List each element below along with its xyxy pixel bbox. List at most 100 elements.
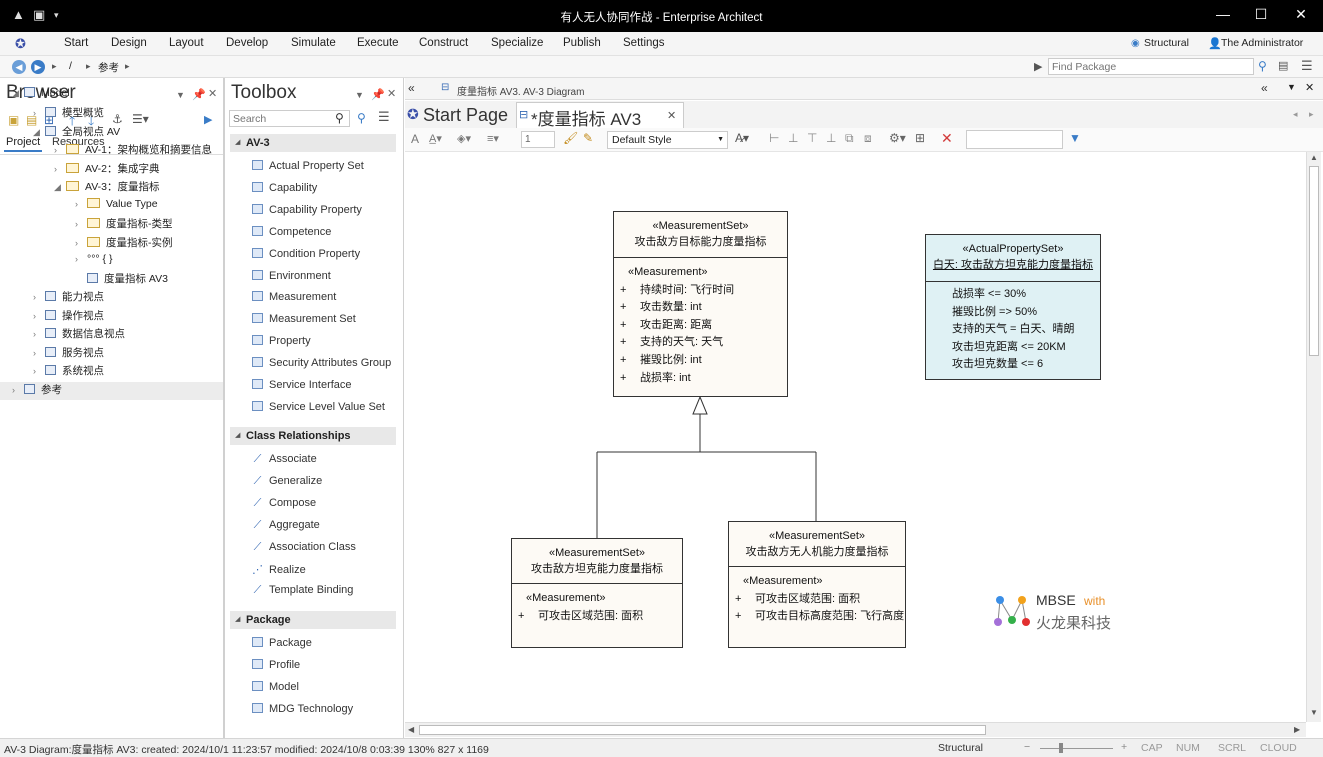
expanded-icon[interactable]: ◢ bbox=[33, 127, 40, 137]
collapsed-icon[interactable]: › bbox=[33, 366, 36, 376]
collapse-left-icon[interactable]: « bbox=[408, 81, 415, 95]
zoom-in-icon[interactable]: + bbox=[1121, 741, 1128, 753]
toolbox-item[interactable]: ⟋Generalize bbox=[252, 475, 323, 488]
tree-item[interactable]: ◢全局视点 AV bbox=[33, 124, 120, 142]
tree-item[interactable]: ›AV-2：集成字典 bbox=[54, 161, 159, 179]
properties-icon[interactable]: ⊞ bbox=[915, 131, 926, 145]
collapsed-icon[interactable]: › bbox=[33, 108, 36, 118]
font-icon[interactable]: A bbox=[411, 132, 420, 146]
toolbox-item[interactable]: ⋰Realize bbox=[252, 563, 306, 576]
scroll-tabs-right-icon[interactable]: ▸ bbox=[1309, 109, 1314, 119]
toolbox-item[interactable]: Profile bbox=[252, 658, 300, 671]
panel-menu-icon[interactable]: ▼ bbox=[176, 90, 185, 100]
tree-item[interactable]: ›度量指标-类型 bbox=[75, 216, 173, 234]
tab-project[interactable]: Project bbox=[4, 136, 43, 152]
new-package-icon[interactable]: ▣ bbox=[8, 113, 20, 127]
line-color-icon[interactable]: ≡▾ bbox=[487, 133, 499, 145]
window-menu-icon[interactable]: ▼ bbox=[1287, 82, 1296, 92]
toolbox-item[interactable]: Service Level Value Set bbox=[252, 400, 385, 413]
toolbox-item[interactable]: MDG Technology bbox=[252, 702, 353, 715]
tree-item[interactable]: ›数据信息视点 bbox=[33, 326, 125, 344]
browse-icon[interactable]: ▤ bbox=[1278, 60, 1289, 72]
tree-item[interactable]: ›操作视点 bbox=[33, 308, 104, 326]
toolbox-item[interactable]: Capability Property bbox=[252, 203, 362, 216]
toolbox-item[interactable]: Security Attributes Group bbox=[252, 357, 391, 369]
expand-icon[interactable]: ▶ bbox=[204, 114, 213, 126]
expanded-icon[interactable]: ◢ bbox=[54, 182, 61, 192]
tree-item[interactable]: ◢AV-3：度量指标 bbox=[54, 179, 159, 197]
toolbox-item[interactable]: Actual Property Set bbox=[252, 160, 364, 172]
quick-access-icon[interactable]: ▣ bbox=[33, 7, 46, 22]
tab-start-page[interactable]: ✪ Start Page bbox=[405, 103, 515, 128]
toolbox-item[interactable]: Model bbox=[252, 680, 299, 693]
customize-dropdown-icon[interactable]: ▾ bbox=[54, 10, 59, 20]
zoom-out-icon[interactable]: − bbox=[1024, 741, 1031, 753]
fill-color-icon[interactable]: ◈▾ bbox=[457, 133, 471, 145]
line-width-field[interactable]: 1 bbox=[521, 131, 555, 148]
toolbox-item[interactable]: ⟋Compose bbox=[252, 497, 316, 510]
tree-item[interactable]: ›Value Type bbox=[75, 198, 158, 216]
tree-item[interactable]: ›AV-1：架构概览和摘要信息 bbox=[54, 142, 212, 160]
panel-menu-icon[interactable]: ▼ bbox=[355, 90, 364, 100]
menu-start[interactable]: Start bbox=[64, 37, 89, 49]
actual-property-set-daytime[interactable]: «ActualPropertySet» 白天: 攻击敌方坦克能力度量指标 战损率… bbox=[925, 234, 1101, 380]
move-up-icon[interactable]: 🡑 bbox=[69, 114, 76, 128]
toolbox-item[interactable]: Property bbox=[252, 335, 311, 347]
new-folder-icon[interactable]: ▤ bbox=[26, 113, 38, 127]
menu-construct[interactable]: Construct bbox=[419, 37, 469, 49]
toolbox-item[interactable]: ⟋Associate bbox=[252, 453, 317, 466]
scroll-tabs-left-icon[interactable]: ◂ bbox=[1293, 109, 1298, 119]
hamburger-menu-icon[interactable]: ☰ bbox=[378, 109, 390, 124]
close-icon[interactable]: ✕ bbox=[1295, 6, 1307, 22]
horizontal-scrollbar[interactable]: ◀ ▶ bbox=[405, 722, 1306, 737]
vertical-scrollbar[interactable]: ▲ ▼ bbox=[1306, 152, 1321, 722]
menu-publish[interactable]: Publish bbox=[563, 37, 601, 49]
collapsed-icon[interactable]: › bbox=[33, 348, 36, 358]
filter-icon[interactable]: ▼ bbox=[1069, 131, 1081, 145]
tree-item[interactable]: ›服务视点 bbox=[33, 345, 104, 363]
delete-icon[interactable]: ✕ bbox=[941, 130, 953, 146]
layout-icon[interactable]: ⚙▾ bbox=[889, 131, 906, 145]
text-style-icon[interactable]: A̷▾ bbox=[735, 131, 750, 145]
toolbox-item[interactable]: Environment bbox=[252, 269, 331, 282]
align-left-icon[interactable]: ⊢ bbox=[769, 131, 780, 145]
menu-settings[interactable]: Settings bbox=[623, 37, 665, 49]
tree-item[interactable]: 度量指标 AV3 bbox=[75, 271, 168, 289]
toolbox-section-header[interactable]: Package bbox=[230, 611, 396, 629]
toolbox-item[interactable]: Capability bbox=[252, 181, 317, 194]
menu-execute[interactable]: Execute bbox=[357, 37, 399, 49]
new-diagram-icon[interactable]: ⊞ bbox=[44, 113, 55, 127]
tab-diagram-active[interactable]: ⊟ *度量指标 AV3 ✕ bbox=[516, 102, 684, 129]
close-tab-icon[interactable]: ✕ bbox=[667, 110, 677, 122]
perspective-selector[interactable]: Structural bbox=[1144, 37, 1189, 49]
measurement-set-attack-target[interactable]: «MeasurementSet» 攻击敌方目标能力度量指标 «Measureme… bbox=[613, 211, 788, 397]
menu-layout[interactable]: Layout bbox=[169, 37, 204, 49]
scroll-left-icon[interactable]: ◀ bbox=[408, 725, 415, 734]
tree-item[interactable]: ◢Model bbox=[12, 87, 70, 105]
zoom-slider-thumb[interactable] bbox=[1059, 743, 1063, 753]
toolbox-section-header[interactable]: Class Relationships bbox=[230, 427, 396, 445]
toolbox-item[interactable]: Condition Property bbox=[252, 247, 360, 260]
align-center-icon[interactable]: ⊥ bbox=[788, 131, 799, 145]
diagram-canvas[interactable]: «MeasurementSet» 攻击敌方目标能力度量指标 «Measureme… bbox=[406, 152, 1306, 722]
toolbox-item[interactable]: ⟋Aggregate bbox=[252, 519, 320, 532]
hamburger-menu-icon[interactable]: ☰ bbox=[1301, 58, 1313, 73]
collapsed-icon[interactable]: › bbox=[33, 292, 36, 302]
tab-resources[interactable]: Resources bbox=[52, 136, 105, 148]
panel-close-icon[interactable]: ✕ bbox=[208, 88, 218, 100]
toolbox-search-input[interactable] bbox=[229, 110, 350, 127]
locate-icon[interactable]: ⚓ bbox=[112, 112, 123, 126]
toolbox-item[interactable]: Package bbox=[252, 637, 312, 649]
collapsed-icon[interactable]: › bbox=[54, 145, 57, 155]
measurement-set-attack-tank[interactable]: «MeasurementSet» 攻击敌方坦克能力度量指标 «Measureme… bbox=[511, 538, 683, 648]
forward-icon[interactable]: ▶ bbox=[31, 60, 45, 74]
horizontal-scroll-thumb[interactable] bbox=[419, 725, 986, 735]
align-bottom-icon[interactable]: ⊥ bbox=[826, 131, 837, 145]
measurement-set-attack-drone[interactable]: «MeasurementSet» 攻击敌方无人机能力度量指标 «Measurem… bbox=[728, 521, 906, 648]
collapsed-icon[interactable]: › bbox=[54, 164, 57, 174]
scroll-right-icon[interactable]: ▶ bbox=[1294, 725, 1301, 734]
font-color-icon[interactable]: A̲▾ bbox=[429, 133, 442, 145]
paint-brush-icon[interactable]: ✎ bbox=[583, 131, 594, 145]
tree-item[interactable]: ›能力视点 bbox=[33, 289, 104, 307]
maximize-icon[interactable]: ☐ bbox=[1254, 6, 1268, 22]
